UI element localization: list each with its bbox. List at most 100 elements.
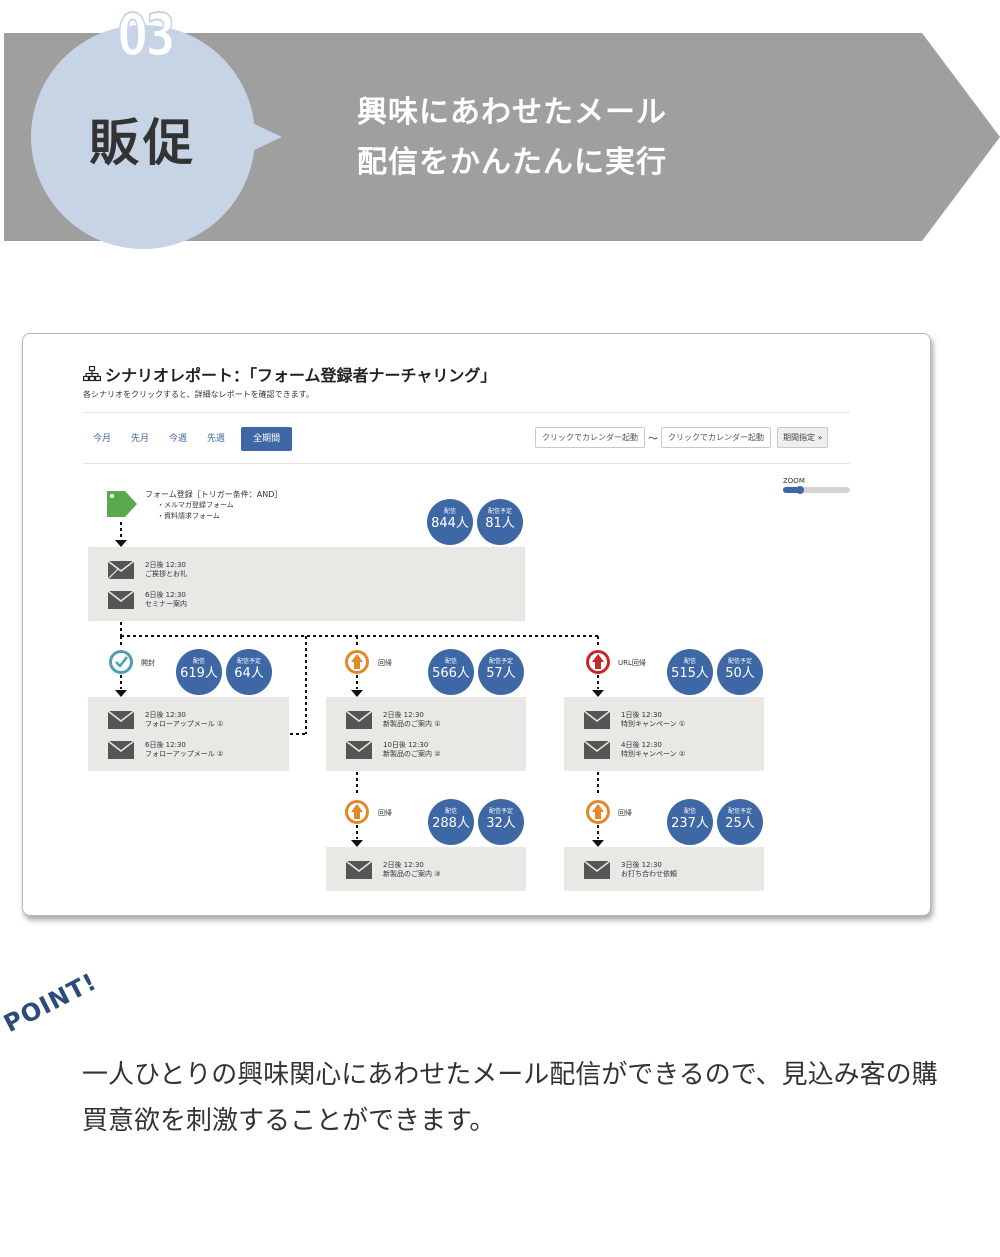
point-label: POINT! (0, 967, 102, 1038)
sent-count-badge[interactable]: 配信 566人 (428, 649, 474, 695)
report-title-text: シナリオレポート：「フォーム登録者ナーチャリング」 (105, 366, 497, 385)
planned-count-badge[interactable]: 配信予定 50人 (717, 649, 763, 695)
tab-last-month[interactable]: 先月 (131, 434, 150, 444)
category-circle (31, 25, 255, 249)
report-subtitle: 各シナリオをクリックすると、詳細なレポートを確認できます。 (83, 390, 314, 399)
planned-count-badge[interactable]: 配信予定 81人 (477, 499, 523, 545)
trigger-label: フォーム登録［トリガー条件：AND］ (145, 490, 283, 499)
zoom-label: ZOOM (783, 477, 805, 485)
report-title: シナリオレポート：「フォーム登録者ナーチャリング」 (83, 362, 496, 386)
date-separator: 〜 (648, 434, 658, 445)
banner-graphic (4, 25, 1000, 249)
check-icon (109, 650, 133, 674)
mail-timing: 2日後 12:30 (383, 861, 424, 869)
branch-label: 回帰 (618, 809, 632, 817)
up-arrow-icon (586, 800, 610, 824)
tab-this-week[interactable]: 今週 (169, 434, 188, 444)
badge-label: 配信 (683, 808, 696, 815)
speech-pointer (250, 122, 282, 152)
mail-icon (107, 560, 611, 879)
badge-value: 57人 (486, 666, 516, 681)
category-label: 販促 (89, 114, 197, 172)
mail-timing: 6日後 12:30 (145, 591, 186, 599)
sent-count-badge[interactable]: 配信 237人 (667, 799, 713, 845)
branch-label: 開封 (141, 659, 155, 667)
root-mail-box (88, 547, 525, 621)
date-to-input[interactable]: クリックでカレンダー起動 (661, 427, 771, 448)
mail-subject: 特別キャンペーン ② (621, 750, 686, 758)
badge-value: 81人 (485, 516, 515, 531)
planned-count-badge[interactable]: 配信予定 32人 (478, 799, 524, 845)
sent-count-badge[interactable]: 配信 515人 (667, 649, 713, 695)
tab-this-month[interactable]: 今月 (93, 434, 112, 444)
mail-subject: 特別キャンペーン ① (621, 720, 686, 728)
mail-timing: 6日後 12:30 (145, 741, 186, 749)
tab-last-week[interactable]: 先週 (207, 434, 226, 444)
zoom-slider-fill (783, 487, 800, 493)
scenario-report-window: シナリオレポート：「フォーム登録者ナーチャリング」 各シナリオをクリックすると、… (22, 333, 931, 916)
badge-value: 32人 (486, 816, 516, 831)
mail-item[interactable]: 6日後 12:30 セミナー案内 (145, 591, 187, 609)
badge-label: 配信予定 (488, 808, 513, 815)
mail-item[interactable]: 1日後 12:30 特別キャンペーン ① (621, 711, 685, 729)
mail-item[interactable]: 10日後 12:30 新製品のご案内 ② (383, 741, 441, 759)
period-tabs: 今月 先月 今週 先週 全期間 (83, 427, 293, 451)
badge-label: 配信予定 (488, 658, 513, 665)
mail-item[interactable]: 2日後 12:30 新製品のご案内 ③ (383, 861, 441, 879)
branch-1-mail-box (88, 697, 289, 771)
badge-value: 566人 (432, 666, 470, 681)
mail-subject: フォローアップメール ② (145, 750, 224, 758)
section-number: 03 (117, 0, 177, 70)
mail-item[interactable]: 3日後 12:30 お打ち合わせ依頼 (621, 861, 677, 879)
sent-count-badge[interactable]: 配信 619人 (176, 649, 222, 695)
sent-count-badge[interactable]: 配信 844人 (427, 499, 473, 545)
mail-timing: 4日後 12:30 (621, 741, 662, 749)
zoom-slider-handle[interactable] (795, 486, 804, 494)
up-arrow-icon (345, 650, 369, 674)
sent-count-badge[interactable]: 配信 288人 (428, 799, 474, 845)
headline: 興味にあわせたメール 配信をかんたんに実行 (357, 88, 667, 188)
planned-count-badge[interactable]: 配信予定 25人 (717, 799, 763, 845)
banner-arrow (4, 33, 1000, 241)
badge-value: 619人 (180, 666, 218, 681)
planned-count-badge[interactable]: 配信予定 57人 (478, 649, 524, 695)
up-arrow-icon (586, 650, 610, 674)
planned-count-badge[interactable]: 配信予定 64人 (226, 649, 272, 695)
date-from-input[interactable]: クリックでカレンダー起動 (535, 427, 645, 448)
badge-value: 64人 (234, 666, 264, 681)
headline-line-2: 配信をかんたんに実行 (357, 145, 667, 180)
badge-label: 配信 (444, 808, 457, 815)
divider (83, 412, 850, 413)
badge-value: 237人 (671, 816, 709, 831)
mail-subject: お打ち合わせ依頼 (621, 870, 677, 878)
branch-3-mail-box (564, 697, 764, 771)
mail-subject: フォローアップメール ① (145, 720, 224, 728)
mail-item[interactable]: 2日後 12:30 新製品のご案内 ① (383, 711, 441, 729)
badge-value: 50人 (725, 666, 755, 681)
badge-label: 配信予定 (727, 658, 752, 665)
mail-subject: 新製品のご案内 ① (383, 720, 441, 728)
badge-value: 844人 (431, 516, 469, 531)
badge-label: 配信 (444, 658, 457, 665)
badge-label: 配信 (683, 658, 696, 665)
mail-subject: ご挨拶とお礼 (145, 570, 187, 578)
mail-item[interactable]: 2日後 12:30 フォローアップメール ① (145, 711, 223, 729)
tab-all-time[interactable]: 全期間 (241, 427, 293, 451)
trigger-item: ・メルマガ登録フォーム (157, 501, 234, 509)
trigger-info: フォーム登録［トリガー条件：AND］ ・メルマガ登録フォーム ・資料請求フォーム (145, 489, 282, 522)
divider (83, 463, 850, 464)
badge-label: 配信予定 (487, 508, 512, 515)
mail-subject: 新製品のご案内 ② (383, 750, 441, 758)
zoom-slider[interactable] (783, 486, 850, 494)
sitemap-icon (83, 366, 101, 382)
badge-value: 515人 (671, 666, 709, 681)
period-apply-button[interactable]: 期間指定 » (777, 427, 829, 448)
mail-timing: 2日後 12:30 (383, 711, 424, 719)
badge-value: 25人 (725, 816, 755, 831)
mail-item[interactable]: 2日後 12:30 ご挨拶とお礼 (145, 561, 187, 579)
scenario-flow-graphic (88, 491, 764, 891)
mail-timing: 2日後 12:30 (145, 711, 186, 719)
mail-item[interactable]: 6日後 12:30 フォローアップメール ② (145, 741, 223, 759)
mail-item[interactable]: 4日後 12:30 特別キャンペーン ② (621, 741, 685, 759)
